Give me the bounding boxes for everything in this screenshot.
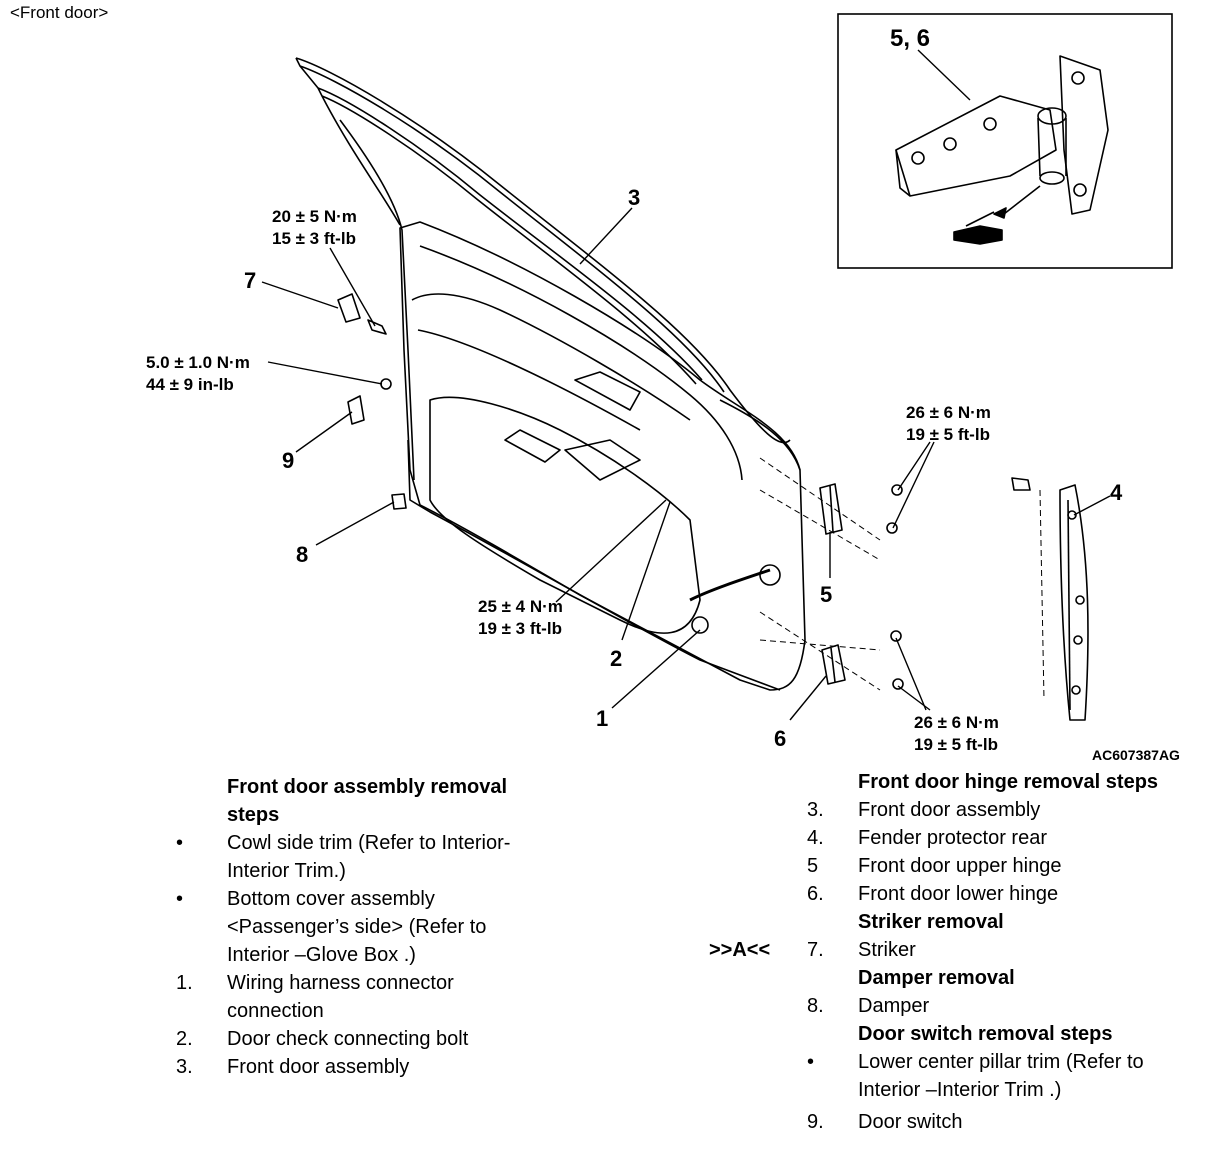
callout-2: 2 <box>610 646 622 671</box>
callout-7: 7 <box>244 268 256 293</box>
step-marker: 3. <box>176 1056 193 1078</box>
left-title-line1: Front door assembly removal <box>227 776 508 798</box>
step-text: Interior Trim.) <box>227 860 346 882</box>
switch-title: Door switch removal steps <box>858 1023 1113 1045</box>
torque-upper-hinge-nm: 26 ± 6 N·m <box>906 403 991 422</box>
step-text: Door switch <box>858 1111 963 1133</box>
step-marker: 2. <box>176 1028 193 1050</box>
door-exploded-diagram: 3 7 9 8 2 1 5 6 4 5, 6 20 ± 5 N·m 15 ± 3… <box>146 13 1180 760</box>
step-marker: 7. <box>807 939 824 961</box>
step-marker: 1. <box>176 972 193 994</box>
torque-striker-ftlb: 15 ± 3 ft-lb <box>272 229 356 248</box>
step-marker: • <box>807 1051 815 1073</box>
left-steps: Front door assembly removal steps • Cowl … <box>176 773 596 1081</box>
step-marker: 6. <box>807 883 824 905</box>
step-marker: 3. <box>807 799 824 821</box>
step-marker: 4. <box>807 827 824 849</box>
step-text: Interior –Interior Trim .) <box>858 1079 1062 1101</box>
page-header: <Front door> <box>10 3 109 22</box>
torque-upper-hinge-ftlb: 19 ± 5 ft-lb <box>906 425 990 444</box>
step-text: Interior –Glove Box .) <box>227 944 416 966</box>
striker-prefix: >>A<< <box>709 939 771 961</box>
step-marker: 9. <box>807 1111 824 1133</box>
step-text: Front door upper hinge <box>858 855 1062 877</box>
torque-switch-inlb: 44 ± 9 in-lb <box>146 375 234 394</box>
callout-6: 6 <box>774 726 786 751</box>
figure-code: AC607387AG <box>1092 747 1180 760</box>
callout-4: 4 <box>1110 480 1123 505</box>
striker-title: Striker removal <box>858 911 1004 933</box>
fender-protector <box>1059 484 1089 721</box>
striker-part <box>337 293 361 323</box>
torque-switch-nm: 5.0 ± 1.0 N·m <box>146 353 250 372</box>
door-switch-part <box>347 395 365 425</box>
right-steps: Front door hinge removal steps 3. Front d… <box>706 768 1211 1136</box>
inset-hinge <box>895 95 1057 197</box>
step-text: Striker <box>858 939 916 961</box>
step-text: Lower center pillar trim (Refer to <box>858 1051 1144 1073</box>
step-text: connection <box>227 1000 324 1022</box>
step-text: Damper <box>858 995 930 1017</box>
upper-hinge <box>819 483 843 535</box>
door-inner-panel <box>399 221 806 691</box>
wiring-harness <box>689 568 771 602</box>
callout-5: 5 <box>820 582 832 607</box>
hinge-title: Front door hinge removal steps <box>858 771 1159 793</box>
torque-check-nm: 25 ± 4 N·m <box>478 597 563 616</box>
torque-check-ftlb: 19 ± 3 ft-lb <box>478 619 562 638</box>
step-text: Fender protector rear <box>858 827 1047 849</box>
torque-lower-hinge-ftlb: 19 ± 5 ft-lb <box>914 735 998 754</box>
step-text: Wiring harness connector <box>227 972 454 994</box>
step-marker: • <box>176 888 184 910</box>
step-text: Door check connecting bolt <box>227 1028 469 1050</box>
callout-9: 9 <box>282 448 294 473</box>
step-marker: 5 <box>807 855 819 877</box>
callout-1: 1 <box>596 706 608 731</box>
step-text: Front door assembly <box>858 799 1041 821</box>
grease-icon <box>953 211 1003 245</box>
left-title-line2: steps <box>227 804 280 826</box>
step-marker: • <box>176 832 184 854</box>
step-text: Cowl side trim (Refer to Interior- <box>227 832 511 854</box>
torque-lower-hinge-nm: 26 ± 6 N·m <box>914 713 999 732</box>
step-marker: 8. <box>807 995 824 1017</box>
step-text: Front door lower hinge <box>858 883 1059 905</box>
callout-3: 3 <box>628 185 640 210</box>
inset-box <box>837 13 1173 269</box>
step-text: <Passenger’s side> (Refer to <box>227 916 487 938</box>
damper-title: Damper removal <box>858 967 1015 989</box>
callout-8: 8 <box>296 542 308 567</box>
lower-hinge <box>821 644 846 685</box>
torque-striker-nm: 20 ± 5 N·m <box>272 207 357 226</box>
damper-part <box>391 493 407 510</box>
callout-5-6: 5, 6 <box>890 25 930 52</box>
step-text: Front door assembly <box>227 1056 410 1078</box>
step-text: Bottom cover assembly <box>227 888 435 910</box>
